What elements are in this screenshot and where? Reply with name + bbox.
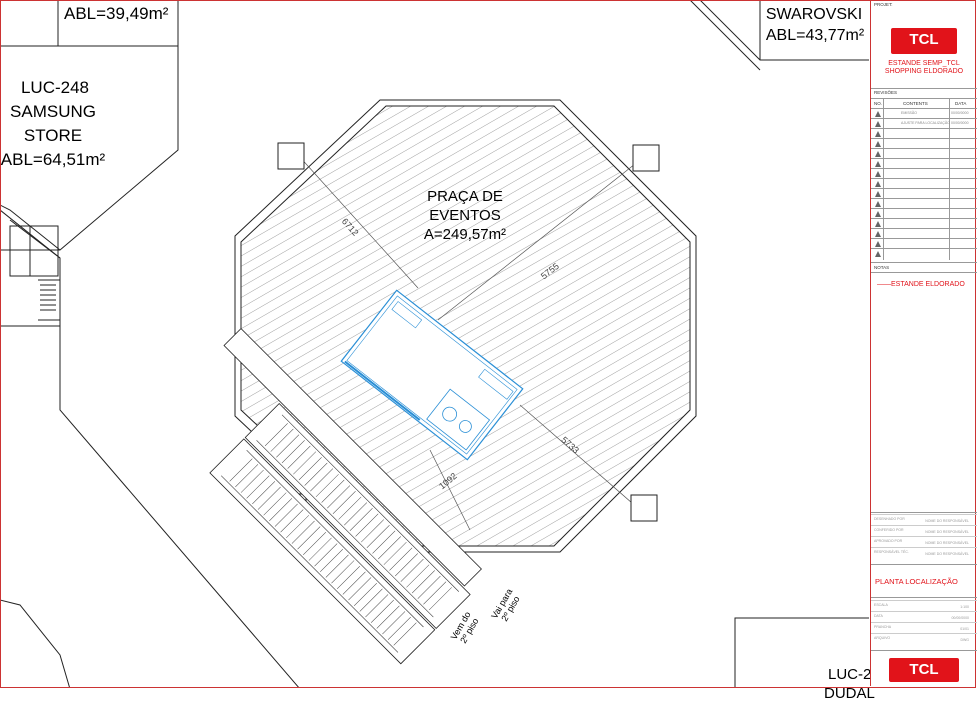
revision-row: [871, 188, 977, 199]
column: [277, 142, 305, 170]
revision-text: AJUSTE PARA LOCALIZAÇÃO: [901, 121, 950, 125]
revision-date: 00/00/0000: [951, 111, 969, 115]
revision-row: [871, 208, 977, 219]
meta-row: DATA 00/00/0000: [871, 611, 977, 623]
revision-triangle-icon: [875, 251, 881, 257]
meta-value: NOME DO RESPONSÁVEL: [925, 530, 969, 534]
meta-key: ESCALA: [874, 603, 888, 607]
meta-key: DESENHADO POR: [874, 517, 905, 521]
store-luc248-area: ABL=64,51m²: [0, 150, 106, 169]
project-label: PROJET:: [874, 2, 893, 7]
column: [630, 494, 658, 522]
meta-value: NOME DO RESPONSÁVEL: [925, 519, 969, 523]
meta-row: APROVADO POR NOME DO RESPONSÁVEL: [871, 536, 977, 548]
drawing-title: PLANTA LOCALIZAÇÃO: [875, 577, 958, 586]
col-no: NO.: [874, 101, 883, 106]
store-luc248-name-line2: STORE: [23, 126, 83, 145]
revision-date: 00/00/0000: [951, 121, 969, 125]
store-luc248-code: LUC-248: [20, 78, 90, 97]
project-name-line2: SHOPPING ELDORADO: [884, 68, 964, 75]
tcl-stand: [340, 289, 524, 461]
store-bottom-name: DUDAL: [824, 685, 875, 702]
revision-row: [871, 228, 977, 239]
meta-value: 1:100: [960, 605, 969, 609]
revision-row: [871, 218, 977, 229]
revision-triangle-icon: [875, 161, 881, 167]
revision-row: [871, 138, 977, 149]
store-bottom-code: LUC-2: [828, 666, 872, 683]
store-bottom-right-outline: [734, 617, 869, 687]
store-top-left-outline: [1, 1, 179, 251]
revision-triangle-icon: [875, 121, 881, 127]
column: [632, 144, 660, 172]
meta-key: RESPONSÁVEL TÉC.: [874, 550, 909, 554]
store-swarovski-outline: [690, 1, 869, 71]
revision-triangle-icon: [875, 151, 881, 157]
col-data: DATA: [955, 101, 967, 106]
notes-text-value: ESTANDE ELDORADO: [891, 281, 965, 288]
meta-value: 01/01: [960, 627, 969, 631]
project-name-line1: ESTANDE SEMP_TCL: [888, 60, 960, 67]
store-luc248-name-line1: SAMSUNG: [10, 102, 96, 121]
revision-triangle-icon: [875, 111, 881, 117]
tcl-logo-bottom: TCL: [889, 658, 959, 682]
meta-key: ARQUIVO: [874, 636, 891, 640]
meta-row: PRANCHA 01/01: [871, 622, 977, 634]
tcl-logo: TCL: [891, 28, 957, 54]
meta-key: DATA: [874, 614, 883, 618]
store-swarovski-name: SWAROVSKI: [765, 6, 863, 23]
revision-row: [871, 178, 977, 189]
meta-value: DWG: [960, 638, 969, 642]
revision-triangle-icon: [875, 221, 881, 227]
store-swarovski-area: ABL=43,77m²: [765, 27, 865, 44]
revision-triangle-icon: [875, 181, 881, 187]
notes-text: ——ESTANDE ELDORADO: [877, 281, 965, 288]
sheet-border: [0, 0, 976, 688]
meta-row: RESPONSÁVEL TÉC. NOME DO RESPONSÁVEL: [871, 547, 977, 559]
store-top-area-label: ABL=39,49m²: [64, 4, 169, 23]
meta-value: NOME DO RESPONSÁVEL: [925, 541, 969, 545]
revision-row: [871, 238, 977, 249]
meta-key: PRANCHA: [874, 625, 892, 629]
meta-row: ARQUIVO DWG: [871, 633, 977, 645]
meta-key: APROVADO POR: [874, 539, 903, 543]
revision-row: [871, 128, 977, 139]
revision-triangle-icon: [875, 211, 881, 217]
escalators: [209, 328, 482, 665]
revision-triangle-icon: [875, 241, 881, 247]
revision-row: EMISSÃO 00/00/0000: [871, 108, 977, 119]
store-luc248-outline: [1, 210, 299, 687]
plaza-title-line2: EVENTOS: [429, 207, 501, 224]
revision-triangle-icon: [875, 231, 881, 237]
meta-key: CONFERIDO POR: [874, 528, 904, 532]
meta-row: ESCALA 1:100: [871, 600, 977, 612]
meta-row: CONFERIDO POR NOME DO RESPONSÁVEL: [871, 525, 977, 537]
revision-triangle-icon: [875, 171, 881, 177]
revision-row: [871, 248, 977, 259]
col-contents: CONTENTS: [903, 101, 928, 106]
revision-text: EMISSÃO: [901, 111, 917, 115]
revision-row: [871, 168, 977, 179]
meta-value: 00/00/0000: [951, 616, 969, 620]
plaza-area: A=249,57m²: [423, 226, 507, 243]
plaza-title-line1: PRAÇA DE: [427, 188, 503, 205]
meta-row: DESENHADO POR NOME DO RESPONSÁVEL: [871, 514, 977, 526]
revision-triangle-icon: [875, 131, 881, 137]
notes-label: NOTAS: [874, 265, 890, 270]
revision-triangle-icon: [875, 191, 881, 197]
revision-row: [871, 158, 977, 169]
revision-row: [871, 198, 977, 209]
revision-triangle-icon: [875, 141, 881, 147]
revision-triangle-icon: [875, 201, 881, 207]
revisions-label: REVISÕES: [874, 90, 898, 95]
meta-value: NOME DO RESPONSÁVEL: [925, 552, 969, 556]
revision-row: [871, 148, 977, 159]
title-block: PROJET: TCL ESTANDE SEMP_TCL SHOPPING EL…: [870, 0, 977, 686]
